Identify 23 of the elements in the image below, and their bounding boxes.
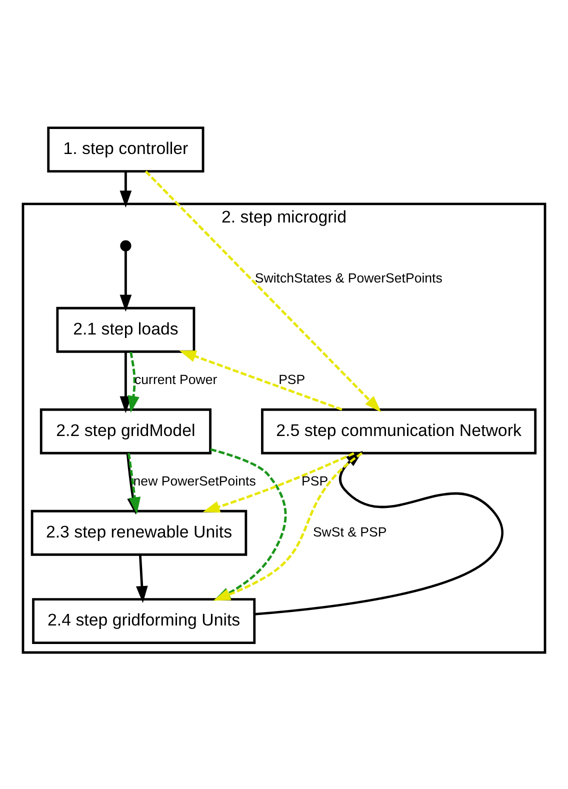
arrow [213,452,363,600]
node-box: 2.2 step gridModel [40,408,212,454]
node-box: 2.1 step loads [56,306,196,352]
arrow [202,452,354,512]
arrow [179,350,342,410]
arrow [144,170,382,412]
edge-label: SwSt & PSP [312,524,387,539]
edge-label: SwitchStates & PowerSetPoints [254,270,442,285]
edge-label: PSP [302,473,328,488]
node-box: 2.5 step communication Network [261,408,537,454]
node-box: 2.4 step gridforming Units [32,598,256,644]
arrow [120,352,132,413]
arrow [136,554,148,602]
arrow [128,351,140,412]
node-box: 1. step controller [47,126,204,172]
arrow [210,448,287,600]
node-circle [120,240,132,251]
node-box: 2.3 step renewable Units [30,509,248,556]
edge-label: new PowerSetPoints [133,473,256,488]
arrow [120,171,132,208]
edge-label: PSP [278,372,306,387]
arrow [120,250,132,312]
edge-label: current Power [134,372,218,387]
